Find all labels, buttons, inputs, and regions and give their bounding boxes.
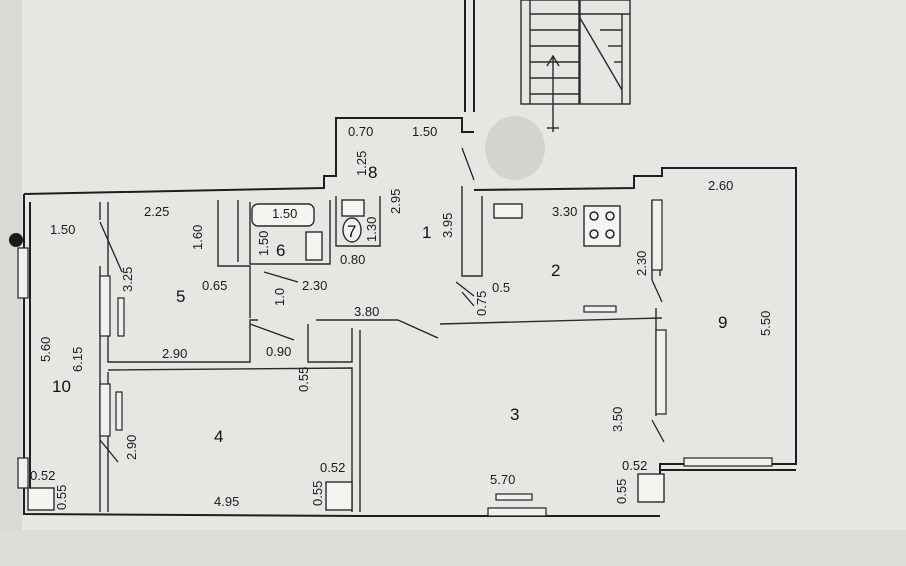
room-numbers: 1 2 3 4 5 6 7 8 9 10 xyxy=(52,163,727,446)
dim-label: 3.30 xyxy=(552,204,577,219)
dim-label: 1.25 xyxy=(354,151,369,176)
dim-label: 2.90 xyxy=(124,435,139,460)
dim-label: 2.25 xyxy=(144,204,169,219)
dim-label: 0.55 xyxy=(614,479,629,504)
toilet-bowl-icon xyxy=(342,217,362,243)
dim-label: 1.50 xyxy=(256,231,271,256)
dim-label: 1.50 xyxy=(272,206,297,221)
dim-label: 3.25 xyxy=(120,267,135,292)
dim-label: 3.80 xyxy=(354,304,379,319)
room-number-1: 1 xyxy=(422,223,431,242)
shaft-room-4 xyxy=(325,481,353,511)
partition-window-2-9 xyxy=(651,199,663,271)
outer-walls xyxy=(17,117,797,517)
dim-label: 0.52 xyxy=(622,458,647,473)
page-bottom-shade xyxy=(0,530,906,566)
dim-label: 1.60 xyxy=(190,225,205,250)
dim-label: 0.65 xyxy=(202,278,227,293)
dim-label: 5.70 xyxy=(490,472,515,487)
window-room-9 xyxy=(683,457,773,467)
dim-label: 2.30 xyxy=(634,251,649,276)
washbasin-icon xyxy=(305,231,323,261)
window-room-10-upper xyxy=(17,247,29,299)
room-number-6: 6 xyxy=(276,241,285,260)
binder-edge xyxy=(0,0,22,566)
doors xyxy=(99,147,665,463)
dim-label: 5.50 xyxy=(758,311,773,336)
dim-label: 0.80 xyxy=(340,252,365,267)
stove-icon xyxy=(583,205,621,247)
room-number-2: 2 xyxy=(551,261,560,280)
dim-label: 0.5 xyxy=(492,280,510,295)
burner-icon xyxy=(605,211,615,221)
dim-label: 2.95 xyxy=(388,189,403,214)
dim-label: 0.55 xyxy=(54,485,69,510)
dim-label: 0.52 xyxy=(30,468,55,483)
dim-label: 0.55 xyxy=(310,481,325,506)
dim-label: 3.95 xyxy=(440,213,455,238)
burner-icon xyxy=(605,229,615,239)
room-number-8: 8 xyxy=(368,163,377,182)
window-room-10-lower xyxy=(17,457,29,489)
dim-label: 1.0 xyxy=(272,288,287,306)
room-number-5: 5 xyxy=(176,287,185,306)
window-room-4 xyxy=(99,383,111,437)
room-number-7: 7 xyxy=(347,222,356,241)
dim-label: 0.70 xyxy=(348,124,373,139)
dim-label: 4.95 xyxy=(214,494,239,509)
bathtub-icon xyxy=(251,203,315,227)
window-room-3 xyxy=(487,507,547,517)
burner-icon xyxy=(589,211,599,221)
kitchen-window-icon xyxy=(583,305,617,313)
shaft-room-3 xyxy=(637,473,665,503)
toilet-cistern-icon xyxy=(341,199,365,217)
dim-label: 0.90 xyxy=(266,344,291,359)
room-number-3: 3 xyxy=(510,405,519,424)
partition-window-3-9 xyxy=(655,329,667,415)
dim-label: 3.50 xyxy=(610,407,625,432)
blurred-area xyxy=(485,116,545,180)
dim-label: 6.15 xyxy=(70,347,85,372)
dim-label: 2.90 xyxy=(162,346,187,361)
kitchen-sink-icon xyxy=(493,203,523,219)
binder-ring-icon xyxy=(9,233,23,247)
dim-label: 2.60 xyxy=(708,178,733,193)
fixtures xyxy=(27,199,665,511)
stairwell xyxy=(464,0,631,132)
dim-label: 0.75 xyxy=(474,291,489,316)
room-number-10: 10 xyxy=(52,377,71,396)
interior-walls xyxy=(99,186,667,512)
dim-label: 2.30 xyxy=(302,278,327,293)
room-number-9: 9 xyxy=(718,313,727,332)
shaft-room-10 xyxy=(27,487,55,511)
room-4-radiator-icon xyxy=(115,391,123,431)
burner-icon xyxy=(589,229,599,239)
dim-label: 1.50 xyxy=(412,124,437,139)
dim-label: 5.60 xyxy=(38,337,53,362)
room-3-radiator-icon xyxy=(495,493,533,501)
dim-label: 1.50 xyxy=(50,222,75,237)
dimension-labels: 0.70 1.50 1.25 2.95 3.95 1.30 0.80 2.25 … xyxy=(30,124,773,510)
dim-label: 0.55 xyxy=(296,367,311,392)
room-5-radiator-icon xyxy=(117,297,125,337)
window-room-5 xyxy=(99,275,111,337)
dim-label: 0.52 xyxy=(320,460,345,475)
room-number-4: 4 xyxy=(214,427,223,446)
dim-label: 1.30 xyxy=(364,217,379,242)
